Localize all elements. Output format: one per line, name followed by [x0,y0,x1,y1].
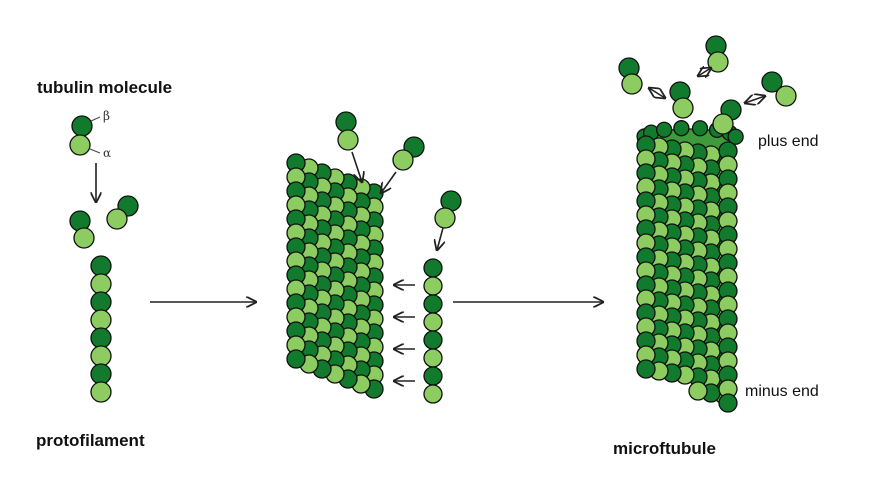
protofilament-subunit [90,255,112,277]
tubulin-dimer [69,210,95,249]
beta-tubulin [335,111,357,133]
rim-subunit [691,120,709,137]
tubulin-dimer [712,99,742,135]
tubulin-dimer [69,115,93,156]
tubulin-dimer [618,57,643,95]
protofilament-subunit [423,312,443,332]
rim-subunit [727,128,744,145]
tubulin-dimer [392,136,425,171]
protofilament-subunit [423,366,443,386]
rim-subunit [673,120,690,137]
protofilament-subunit [423,348,443,368]
protofilament-subunit [90,291,112,313]
protofilament-subunit [90,363,112,385]
microtubule-label: microftubule [613,439,716,458]
tubulin-dimer [705,35,729,73]
alpha-tubulin [621,73,643,95]
tubulin-molecule-label: tubulin molecule [37,78,172,97]
protofilament-label: protofilament [36,431,145,450]
tubulin-dimer [669,81,694,119]
sheet-subunit [286,349,306,369]
incoming-arrow [351,151,362,182]
beta-subunit-label: β [103,109,110,123]
alpha-tubulin [672,97,694,119]
microtubule-subunit [636,359,656,379]
beta-tubulin [761,71,783,93]
incoming-arrow [381,171,397,193]
protofilament-subunit [90,345,112,367]
protofilament-subunit [423,330,443,350]
tubulin-shapes [69,35,797,413]
alpha-tubulin [712,113,734,135]
tubulin-dimer [761,71,797,107]
beta-tubulin [71,115,93,137]
alpha-tubulin [106,208,128,230]
protofilament-subunit [423,258,443,278]
protofilament-subunit [90,381,112,403]
tubulin-dimer [335,111,359,151]
protofilament-subunit [90,273,112,295]
protofilament-subunit [423,294,443,314]
protofilament-subunit [423,276,443,296]
plus-end-label: plus end [758,133,819,150]
tubulin-dimer [106,195,139,230]
exchange-arrow [698,68,711,76]
incoming-arrow [437,227,443,250]
alpha-tubulin [707,51,729,73]
exchange-arrow [745,96,765,103]
microtubule-subunit [718,393,738,413]
alpha-tubulin [337,129,359,151]
alpha-tubulin [392,149,414,171]
protofilament-subunit [423,384,443,404]
minus-end-label: minus end [745,383,819,400]
arrows [89,68,765,381]
alpha-subunit-label: α [103,146,111,160]
alpha-tubulin [775,85,797,107]
beta-pointer [90,116,101,122]
protofilament-subunit [90,327,112,349]
alpha-tubulin [73,227,95,249]
alpha-tubulin [69,134,91,156]
protofilament-subunit [90,309,112,331]
alpha-tubulin [434,207,456,229]
exchange-arrow [649,88,665,98]
tubulin-dimer [434,190,462,229]
alpha-pointer [89,148,101,154]
rim-subunit [655,121,673,138]
microtubule-subunit [688,381,708,401]
